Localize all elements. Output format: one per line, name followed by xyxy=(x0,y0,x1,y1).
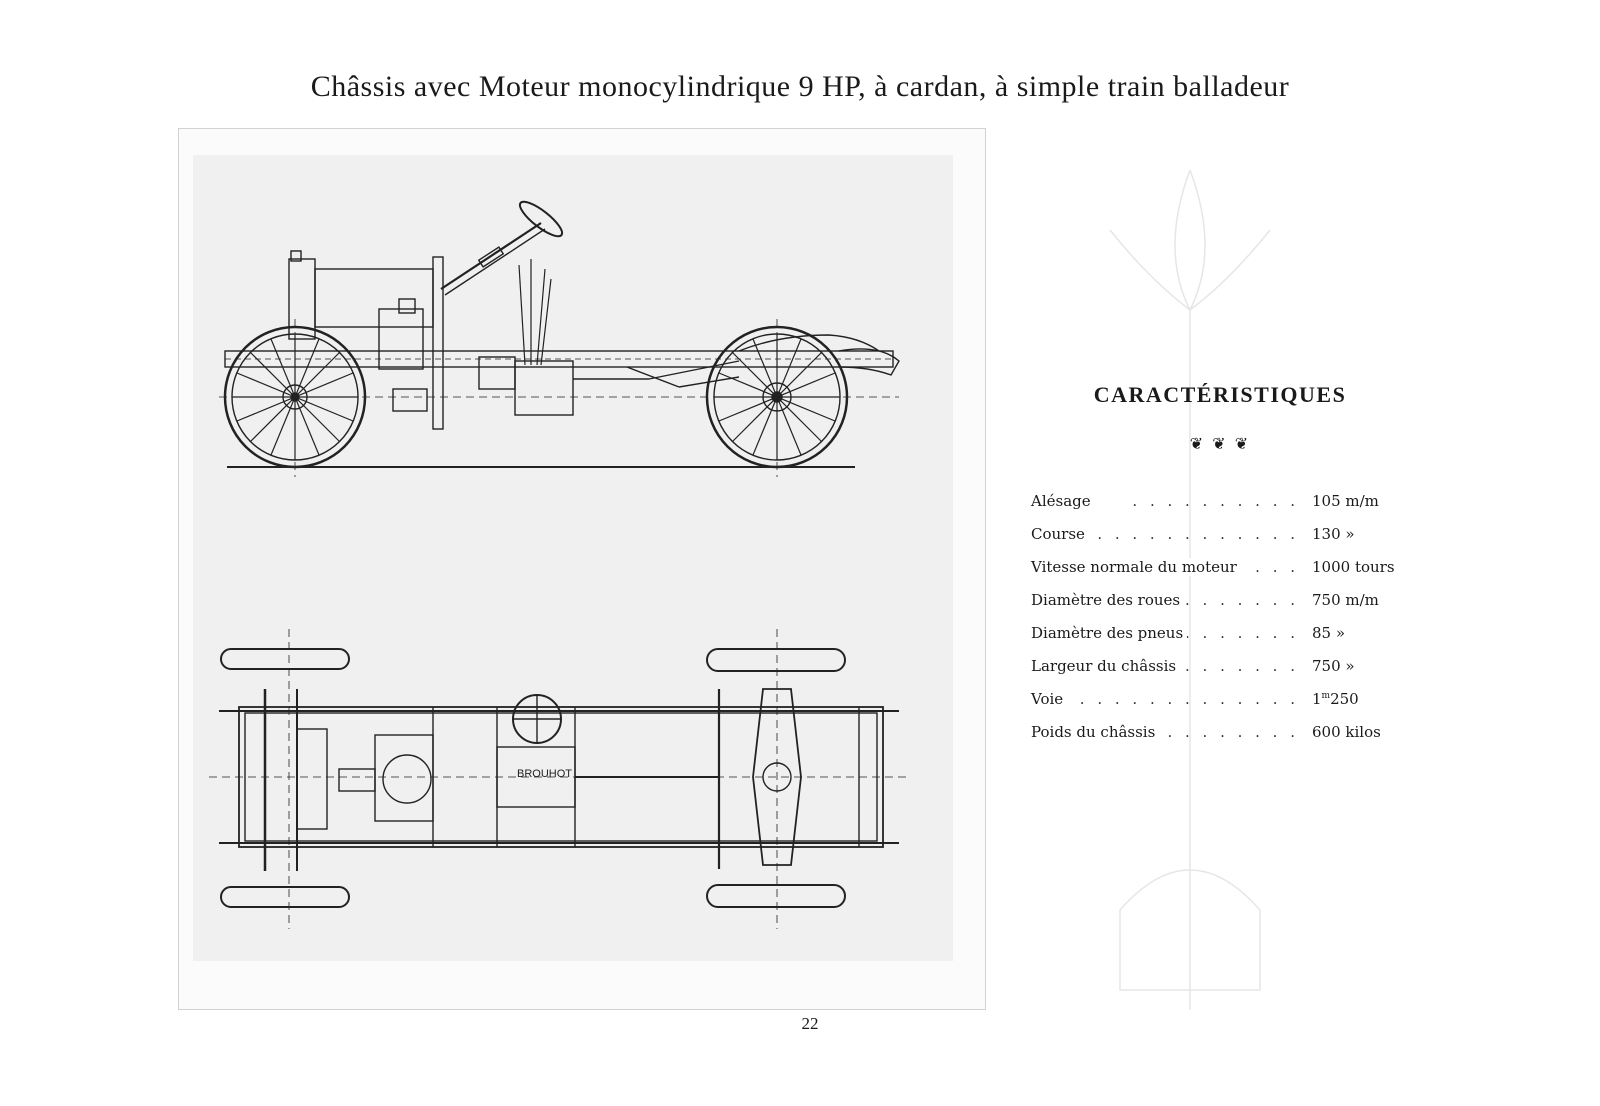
front-wheels-plan xyxy=(220,629,350,929)
spec-row: . . . . . . . Largeur du châssis 750 » xyxy=(1031,657,1401,690)
differential-plan xyxy=(752,688,802,866)
spec-value: 1000 tours xyxy=(1312,558,1395,576)
spec-label: Diamètre des roues xyxy=(1031,591,1185,609)
leader-dots: . . . . . . . . . . . . . xyxy=(1079,690,1299,708)
spec-row: . . . . . . . Diamètre des roues 750 m/m xyxy=(1031,591,1401,624)
steering-column-side xyxy=(440,200,564,296)
engine-block-side xyxy=(288,250,444,430)
spec-value: 85 » xyxy=(1312,624,1346,642)
spec-row: . . . . . . . . . . Alésage 105 m/m xyxy=(1031,492,1401,525)
page-title: Châssis avec Moteur monocylindrique 9 HP… xyxy=(310,70,1290,103)
page-number: 22 xyxy=(801,1014,819,1033)
specifications-table: . . . . . . . . . . Alésage 105 m/m . . … xyxy=(1031,492,1401,756)
drawing-background xyxy=(193,155,953,961)
spec-value: 750 » xyxy=(1312,657,1355,675)
leader-dots: . . . xyxy=(1255,558,1299,576)
leader-dots: . . . . . . . xyxy=(1185,624,1299,642)
plan-view: BROUHOT xyxy=(209,629,909,929)
chassis-drawing-plate: BROUHOT xyxy=(178,128,986,1010)
engine-plan xyxy=(296,728,434,830)
control-levers-side xyxy=(518,259,552,366)
chassis-technical-drawing: BROUHOT xyxy=(209,200,909,929)
spec-label: Vitesse normale du moteur xyxy=(1031,558,1241,576)
leader-dots: . . . . . . . . . . . . xyxy=(1097,525,1299,543)
rear-frame-detail-side xyxy=(626,334,880,388)
spec-row: . . . . . . . . . . . . Course 130 » xyxy=(1031,525,1401,558)
voie-value-superscript: m xyxy=(1321,691,1331,701)
spec-row: . . . . . . . . Poids du châssis 600 kil… xyxy=(1031,723,1401,756)
spec-label: Diamètre des pneus xyxy=(1031,624,1188,642)
frame-plan xyxy=(209,689,909,871)
voie-value-rest: 250 xyxy=(1330,690,1359,708)
leader-dots: . . . . . . . . xyxy=(1167,723,1299,741)
leader-dots: . . . . . . . xyxy=(1185,591,1299,609)
spec-label: Poids du châssis xyxy=(1031,723,1160,741)
side-elevation-view xyxy=(219,200,900,477)
leader-dots: . . . . . . . . . . xyxy=(1132,492,1299,510)
spec-label: Largeur du châssis xyxy=(1031,657,1181,675)
engine-maker-label: BROUHOT xyxy=(517,768,572,780)
spec-label: Alésage xyxy=(1031,492,1095,510)
faint-ornamental-watermark xyxy=(1109,169,1271,1010)
spec-value: 600 kilos xyxy=(1312,723,1381,741)
spec-value: 105 m/m xyxy=(1312,492,1379,510)
spec-row: . . . . . . . . . . . . . Voie 1m250 xyxy=(1031,690,1401,723)
voie-value-main: 1 xyxy=(1312,690,1322,708)
specs-heading: CARACTÉRISTIQUES xyxy=(1093,382,1347,407)
fleuron-ornament: ❦ ❦ ❦ xyxy=(1189,434,1251,453)
spec-value: 750 m/m xyxy=(1312,591,1379,609)
rear-wheels-plan xyxy=(706,629,846,929)
spec-value: 130 » xyxy=(1312,525,1355,543)
frame-rail-side xyxy=(224,348,900,376)
gearbox-plan xyxy=(496,694,719,808)
spec-value: 1m250 xyxy=(1312,690,1359,708)
spec-row: . . . . . . . Diamètre des pneus 85 » xyxy=(1031,624,1401,657)
spec-label: Course xyxy=(1031,525,1089,543)
spec-row: . . . Vitesse normale du moteur 1000 tou… xyxy=(1031,558,1401,591)
spec-label: Voie xyxy=(1031,690,1068,708)
gearbox-side xyxy=(478,356,740,416)
leader-dots: . . . . . . . xyxy=(1185,657,1299,675)
